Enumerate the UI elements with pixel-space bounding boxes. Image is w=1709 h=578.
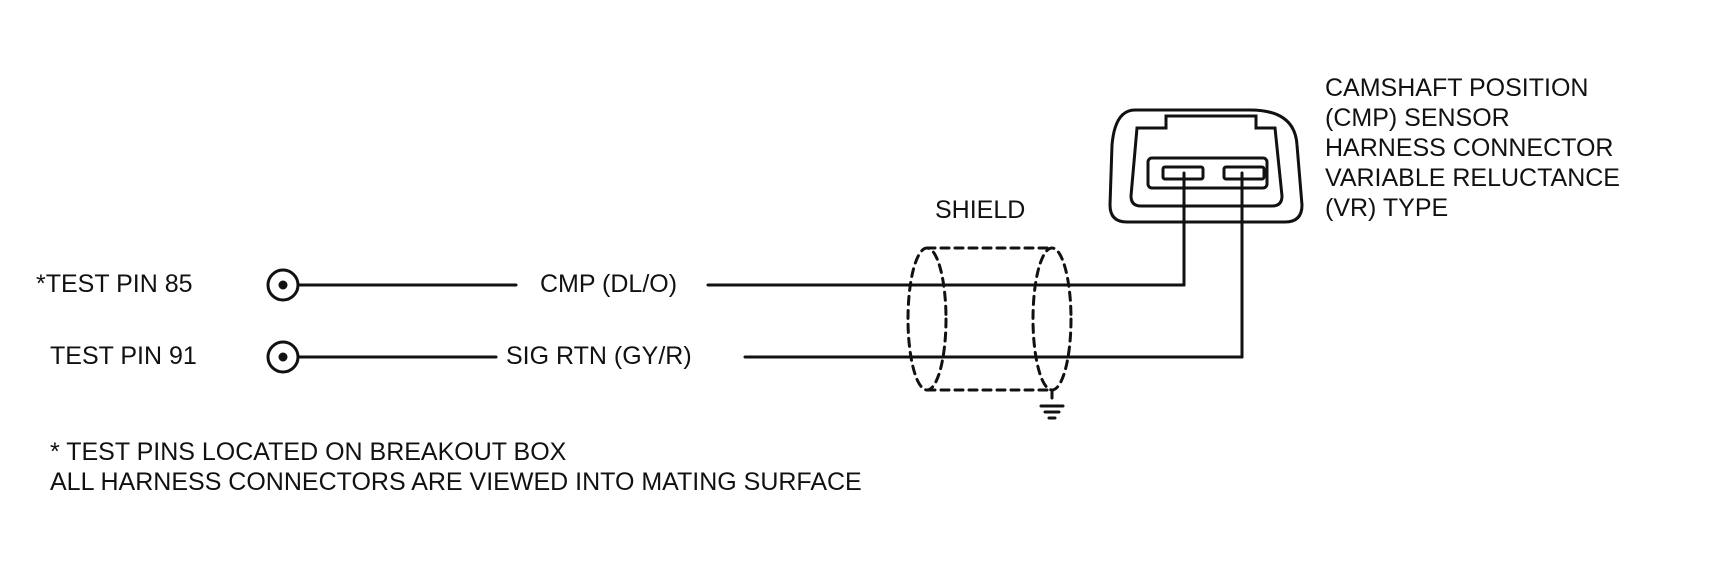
- cmp-wire-label: CMP (DL/O): [536, 269, 682, 299]
- test-pin-91-label: TEST PIN 91: [50, 342, 197, 370]
- ground-symbol: [1039, 404, 1065, 420]
- test-pin-85-terminal: [266, 268, 300, 302]
- footnotes: * TEST PINS LOCATED ON BREAKOUT BOX ALL …: [50, 437, 862, 497]
- cmp-wire: [296, 171, 1186, 287]
- footnote-line: * TEST PINS LOCATED ON BREAKOUT BOX: [50, 438, 567, 466]
- sensor-description: CAMSHAFT POSITION (CMP) SENSOR HARNESS C…: [1325, 73, 1620, 223]
- sensor-label-line: (VR) TYPE: [1325, 194, 1449, 222]
- sensor-label-line: CAMSHAFT POSITION: [1325, 74, 1589, 102]
- sensor-label-line: (CMP) SENSOR: [1325, 104, 1510, 132]
- shield-label: SHIELD: [935, 196, 1026, 224]
- sensor-label-line: HARNESS CONNECTOR: [1325, 134, 1614, 162]
- sig-rtn-wire: [296, 171, 1244, 359]
- shield-cylinder: [906, 246, 1073, 406]
- footnote-line: ALL HARNESS CONNECTORS ARE VIEWED INTO M…: [50, 468, 862, 496]
- test-pin-85-label: *TEST PIN 85: [36, 270, 193, 298]
- sig-rtn-wire-label: SIG RTN (GY/R): [502, 341, 696, 371]
- cmp-sensor-connector: [1108, 108, 1304, 224]
- sensor-label-line: VARIABLE RELUCTANCE: [1325, 164, 1620, 192]
- test-pin-91-terminal: [266, 340, 300, 374]
